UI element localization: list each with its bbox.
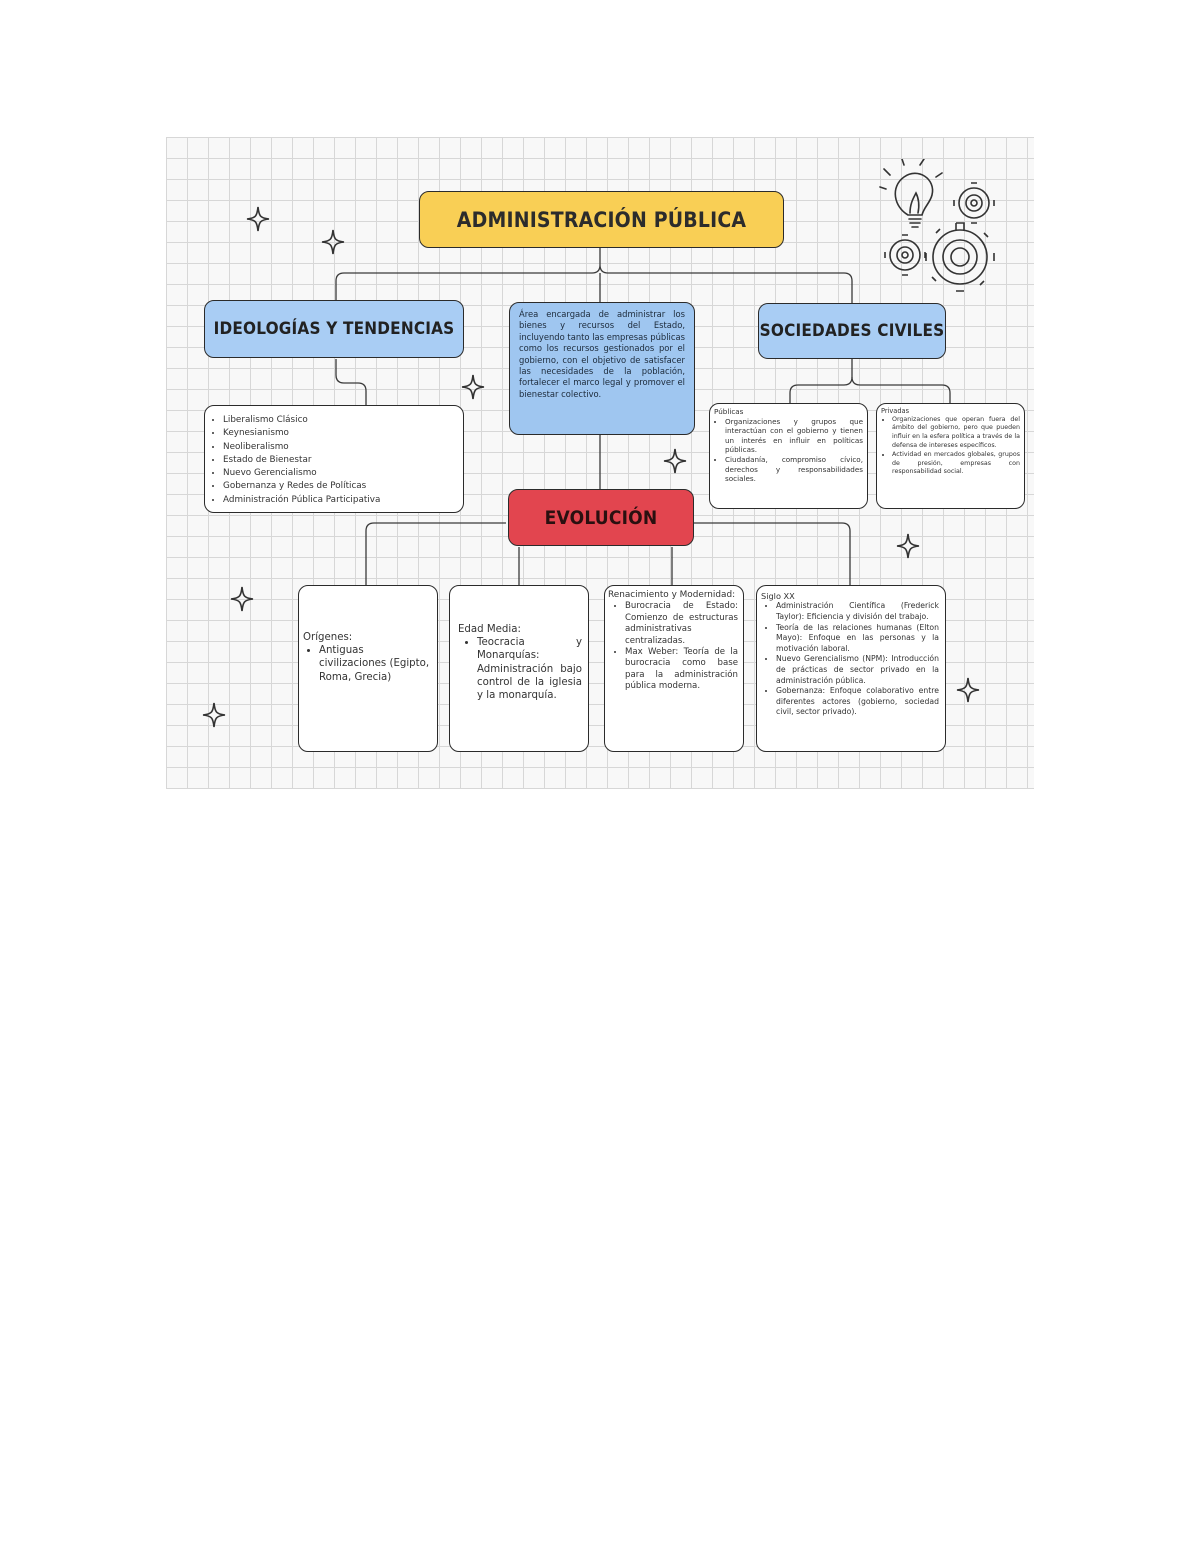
main-title: ADMINISTRACIÓN PÚBLICA: [420, 192, 783, 247]
privadas-list: Organizaciones que operan fuera del ámbi…: [881, 416, 1020, 478]
privadas-item: Actividad en mercados globales, grupos d…: [892, 451, 1020, 477]
siglo-xx-item: Administración Científica (Frederick Tay…: [776, 601, 939, 622]
siglo-xx-item: Teoría de las relaciones humanas (Elton …: [776, 623, 939, 655]
renacimiento-item: Burocracia de Estado: Comienzo de estruc…: [625, 601, 738, 647]
sparkle-icon: [246, 206, 270, 232]
ideologias-title-box: IDEOLOGÍAS Y TENDENCIAS: [204, 300, 464, 358]
evolucion-title: EVOLUCIÓN: [509, 490, 693, 545]
siglo-xx-list: Administración Científica (Frederick Tay…: [761, 601, 939, 718]
publicas-item: Organizaciones y grupos que interactúan …: [725, 417, 863, 455]
privadas-item: Organizaciones que operan fuera del ámbi…: [892, 416, 1020, 451]
ideologias-list: Liberalismo Clásico Keynesianismo Neolib…: [209, 414, 455, 507]
main-title-box: ADMINISTRACIÓN PÚBLICA: [419, 191, 784, 248]
sociedades-privadas-box: Privadas Organizaciones que operan fuera…: [876, 403, 1025, 509]
sparkle-icon: [461, 374, 485, 400]
definition-text: Área encargada de administrar los bienes…: [519, 309, 685, 400]
siglo-xx-heading: Siglo XX: [761, 591, 939, 601]
sparkle-icon: [956, 677, 980, 703]
siglo-xx-item: Gobernanza: Enfoque colaborativo entre d…: [776, 686, 939, 718]
sociedades-title: SOCIEDADES CIVILES: [759, 304, 945, 358]
origenes-item: Antiguas civilizaciones (Egipto, Roma, G…: [319, 644, 432, 684]
siglo-xx-item: Nuevo Gerencialismo (NPM): Introducción …: [776, 654, 939, 686]
sparkle-icon: [896, 533, 920, 559]
sociedades-title-box: SOCIEDADES CIVILES: [758, 303, 946, 359]
renacimiento-list: Burocracia de Estado: Comienzo de estruc…: [608, 601, 738, 692]
edad-media-list: Teocracia y Monarquías: Administración b…: [458, 636, 582, 702]
edad-media-heading: Edad Media:: [458, 623, 582, 636]
evolucion-renacimiento-box: Renacimiento y Modernidad: Burocracia de…: [604, 585, 744, 752]
gears-icon: [878, 177, 1003, 302]
renacimiento-item: Max Weber: Teoría de la burocracia como …: [625, 647, 738, 693]
evolucion-edad-media-box: Edad Media: Teocracia y Monarquías: Admi…: [449, 585, 589, 752]
ideologia-item: Neoliberalismo: [223, 441, 455, 454]
publicas-heading: Públicas: [714, 407, 863, 417]
publicas-item: Ciudadanía, compromiso cívico, derechos …: [725, 455, 863, 484]
origenes-heading: Orígenes:: [303, 631, 432, 644]
evolucion-siglo-xx-box: Siglo XX Administración Científica (Fred…: [756, 585, 946, 752]
privadas-heading: Privadas: [881, 407, 1020, 416]
ideologias-title: IDEOLOGÍAS Y TENDENCIAS: [205, 301, 463, 357]
evolucion-title-box: EVOLUCIÓN: [508, 489, 694, 546]
sociedades-publicas-box: Públicas Organizaciones y grupos que int…: [709, 403, 868, 509]
edad-media-item: Teocracia y Monarquías: Administración b…: [477, 636, 582, 702]
publicas-list: Organizaciones y grupos que interactúan …: [714, 417, 863, 484]
sparkle-icon: [663, 448, 687, 474]
ideologias-list-box: Liberalismo Clásico Keynesianismo Neolib…: [204, 405, 464, 513]
ideologia-item: Administración Pública Participativa: [223, 494, 455, 507]
ideologia-item: Gobernanza y Redes de Políticas: [223, 480, 455, 493]
sparkle-icon: [202, 702, 226, 728]
ideologia-item: Keynesianismo: [223, 427, 455, 440]
ideologia-item: Nuevo Gerencialismo: [223, 467, 455, 480]
mind-map-board: ADMINISTRACIÓN PÚBLICA IDEOLOGÍAS Y TEND…: [166, 137, 1034, 789]
definition-box: Área encargada de administrar los bienes…: [509, 302, 695, 435]
origenes-list: Antiguas civilizaciones (Egipto, Roma, G…: [303, 644, 432, 684]
ideologia-item: Estado de Bienestar: [223, 454, 455, 467]
evolucion-origenes-box: Orígenes: Antiguas civilizaciones (Egipt…: [298, 585, 438, 752]
sparkle-icon: [230, 586, 254, 612]
sparkle-icon: [321, 229, 345, 255]
ideologia-item: Liberalismo Clásico: [223, 414, 455, 427]
renacimiento-heading: Renacimiento y Modernidad:: [608, 590, 738, 601]
